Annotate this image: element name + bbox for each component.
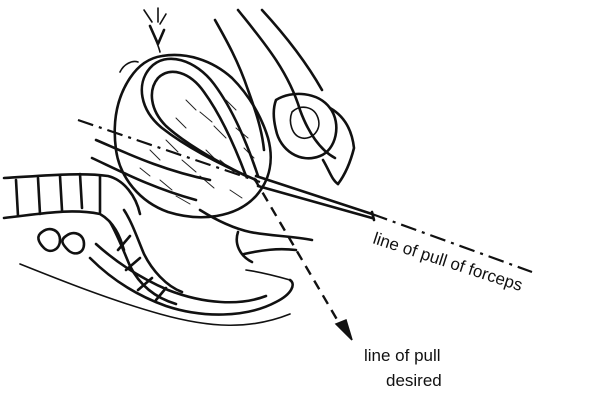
forceps-pull-line [78,120,532,272]
desired-line-label-1: line of pull [364,346,441,365]
fetal-head [115,8,271,217]
rectum [20,229,293,325]
pubic-structure [215,10,354,184]
desired-pull-arrowhead [336,320,352,340]
pull-lines [78,120,532,340]
desired-line-label-2: desired [386,371,442,390]
